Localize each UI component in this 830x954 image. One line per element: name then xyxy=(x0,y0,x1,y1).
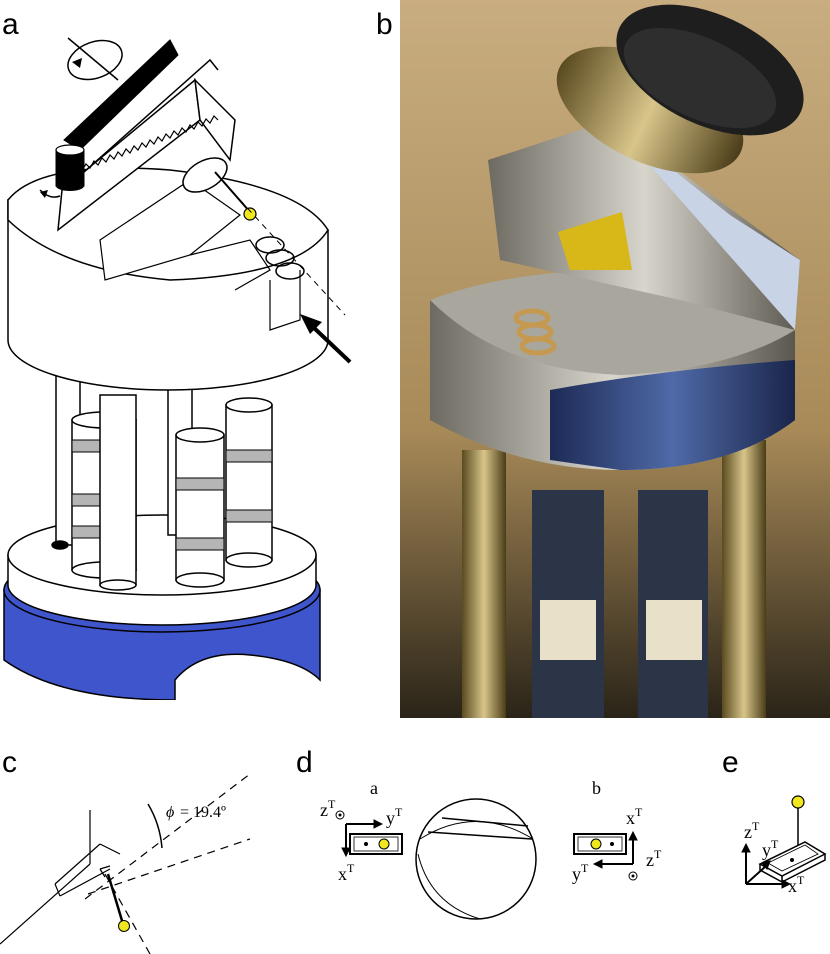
sample-disk xyxy=(415,798,537,920)
axis-z-a: zT xyxy=(320,797,336,820)
pointer-arrow xyxy=(300,314,352,364)
knob xyxy=(39,144,85,198)
panel-label-d: d xyxy=(296,746,313,779)
frame-a xyxy=(335,810,403,858)
cylinder-2 xyxy=(99,394,137,591)
cylinder-4 xyxy=(225,397,273,568)
rack-arm xyxy=(57,37,236,232)
top-drum xyxy=(7,167,329,391)
axis-x-a: xT xyxy=(338,861,355,884)
sample-dot-e xyxy=(791,795,805,809)
cylinder-3 xyxy=(175,427,225,588)
axis-y-b: yT xyxy=(572,861,589,884)
panel-label-b: b xyxy=(376,8,393,41)
panel-label-a: a xyxy=(2,8,19,41)
axis-y-e: yT xyxy=(762,837,779,860)
sub-label-b: b xyxy=(592,778,601,798)
angle-value: = 19.4º xyxy=(180,804,226,821)
axis-z-b: zT xyxy=(646,847,662,870)
coordinate-frames: a b zT yT xT xT yT zT xyxy=(320,778,662,920)
rotator-schematic xyxy=(3,37,352,700)
sample-dot xyxy=(243,207,257,221)
panel-label-e: e xyxy=(722,746,739,779)
sample-mount xyxy=(182,157,346,316)
axis-x-e: xT xyxy=(788,873,805,896)
angle-sketch: ϕ = 19.4º xyxy=(0,773,251,954)
panel-label-c: c xyxy=(2,746,17,779)
sample-dot-c xyxy=(118,920,130,932)
rotator-photo xyxy=(400,0,830,718)
angle-lines xyxy=(0,773,251,954)
angle-symbol: ϕ xyxy=(166,804,174,821)
sample-plate xyxy=(741,806,827,889)
frame-b xyxy=(573,830,638,881)
axis-z-e: zT xyxy=(744,819,760,842)
sample-frame: zT yT xT xyxy=(741,795,827,896)
axis-y-a: yT xyxy=(386,805,403,828)
axis-x-b: xT xyxy=(626,805,643,828)
sub-label-a: a xyxy=(370,778,378,798)
